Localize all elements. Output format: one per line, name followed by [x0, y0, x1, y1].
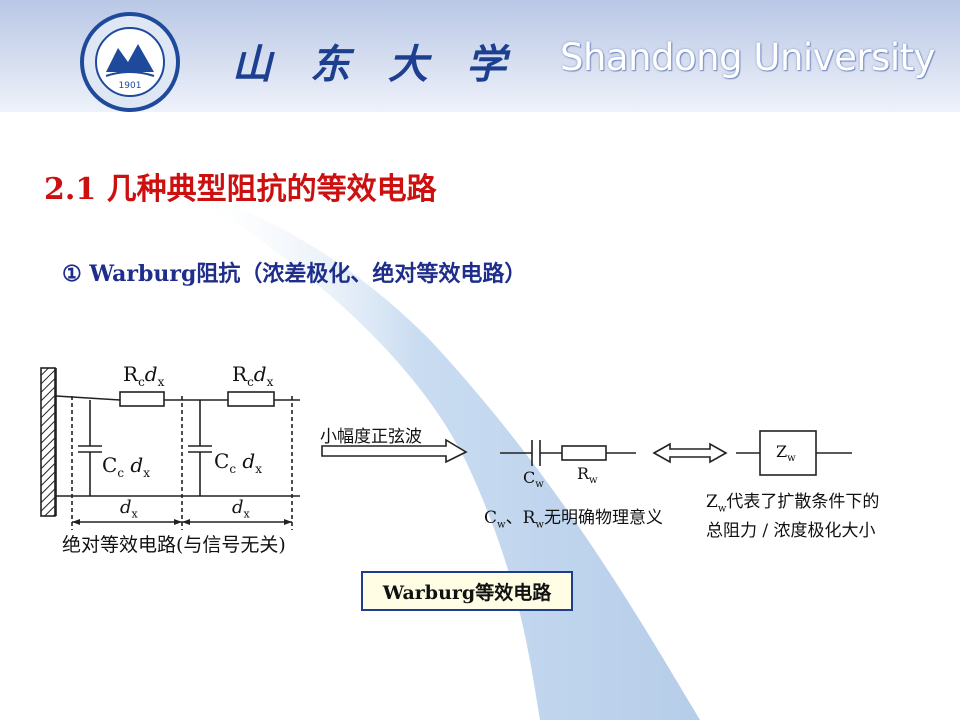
zw-box-label: Zw [776, 442, 796, 465]
slide-title: 2.1 几种典型阻抗的等效电路 [44, 172, 437, 207]
segment-length-label-2: dx [232, 497, 250, 521]
zw-note-line-1: Zw代表了扩散条件下的 [706, 492, 880, 515]
zw-note-line-2: 总阻力 / 浓度极化大小 [706, 521, 876, 541]
resistor-label-1: Rcdx [123, 362, 165, 389]
segment-length-label-1: dx [120, 497, 138, 521]
cw-rw-note: Cw、Rw无明确物理意义 [484, 508, 663, 531]
university-name-calligraphy: 山东大学 [232, 41, 544, 88]
warburg-caption-box: Warburg等效电路 [361, 571, 573, 611]
university-seal-logo: 1901 [80, 12, 180, 112]
absolute-circuit-caption: 绝对等效电路(与信号无关) [62, 534, 286, 556]
svg-text:1901: 1901 [119, 81, 142, 91]
slide-subtitle: ① Warburg阻抗（浓差极化、绝对等效电路） [62, 261, 527, 287]
capacitor-label-2: Cc dx [214, 449, 262, 476]
resistor-label-2: Rcdx [232, 362, 274, 389]
cw-label: Cw [523, 468, 544, 491]
university-name-english: Shandong University [560, 36, 936, 79]
rw-label: Rw [577, 464, 598, 487]
capacitor-label-1: Cc dx [102, 453, 150, 480]
small-sine-wave-label: 小幅度正弦波 [320, 427, 422, 447]
